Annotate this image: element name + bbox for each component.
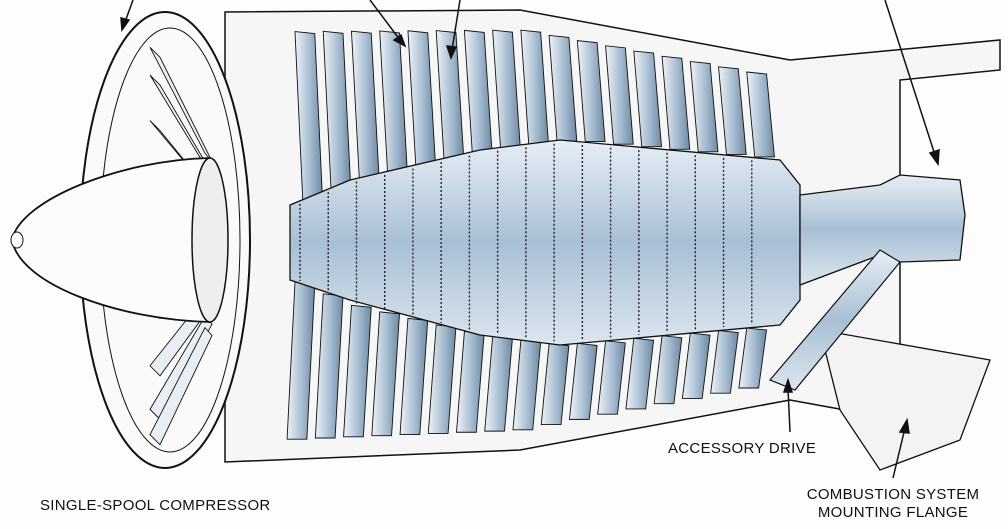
compressor-blade: [738, 327, 768, 389]
compressor-blade: [343, 304, 372, 438]
compressor-blade: [576, 40, 606, 143]
rotor-disc-lines: [299, 143, 753, 342]
inlet-vane: [149, 315, 213, 421]
compressor-blade: [625, 337, 655, 410]
spinner-tip: [10, 231, 24, 249]
compressor-blade: [661, 55, 691, 150]
compressor-blades: [286, 29, 775, 440]
compressor-blade: [633, 50, 662, 148]
compressor-blade: [371, 311, 400, 437]
nose-spinner: [11, 157, 211, 323]
rear-bearing-housing: [799, 174, 966, 286]
compressor-blade: [568, 342, 598, 420]
spinner-base: [191, 157, 229, 323]
label-accessory-drive: ACCESSORY DRIVE: [668, 440, 817, 457]
flange: [819, 329, 991, 471]
compressor-blade: [689, 61, 719, 153]
label-combustion-flange: COMBUSTION SYSTEM MOUNTING FLANGE: [778, 486, 1008, 522]
leader-arrows: [120, 0, 940, 479]
compressor-blade: [710, 330, 739, 394]
compressor-blade: [653, 335, 683, 405]
caption-single-spool-compressor: SINGLE-SPOOL COMPRESSOR: [40, 497, 271, 514]
compressor-blade: [597, 340, 626, 415]
inlet-vane: [149, 326, 213, 446]
compressor-blade: [746, 71, 775, 158]
rotor-drum: [289, 139, 801, 346]
label-flange-line2: MOUNTING FLANGE: [817, 504, 969, 521]
compressor-blade: [681, 332, 711, 399]
label-flange-line1: COMBUSTION SYSTEM: [806, 486, 980, 503]
compressor-blade: [605, 45, 634, 145]
compressor-blade: [718, 66, 747, 155]
